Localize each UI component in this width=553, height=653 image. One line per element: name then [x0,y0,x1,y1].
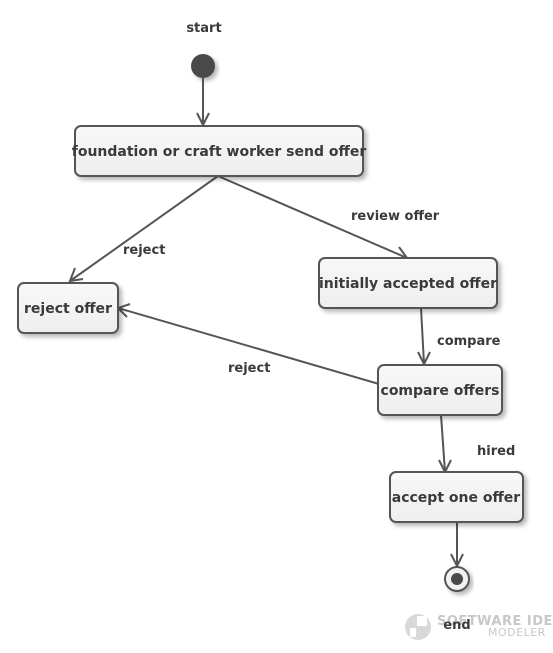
arrowhead [68,267,84,283]
edge-send-to-initially-accepted [217,175,408,259]
edge-label-hired: hired [477,444,515,459]
edge-compare-to-accept [440,414,446,473]
edge-label-reject: reject [123,243,165,258]
watermark-subtext: MODELER [488,626,546,639]
start-node[interactable] [191,54,215,78]
activity-label: foundation or craft worker send offer [72,144,367,160]
edge-label-compare: compare [437,334,501,349]
end-node-inner [451,573,463,585]
activity-compare-offers[interactable]: compare offers [377,364,503,416]
edge-initially-accepted-to-compare [420,307,425,365]
activity-accept-one-offer[interactable]: accept one offer [389,471,524,523]
edge-label-reject: reject [228,361,270,376]
watermark-text: SOFTWARE IDEAS [437,614,553,629]
activity-label: accept one offer [392,490,521,506]
end-label: end [443,618,470,633]
activity-reject-offer[interactable]: reject offer [17,282,119,334]
activity-label: initially accepted offer [319,276,497,292]
activity-initially-accepted-offer[interactable]: initially accepted offer [318,257,498,309]
edge-compare-to-reject [117,307,380,385]
activity-label: compare offers [381,383,500,399]
activity-send-offer[interactable]: foundation or craft worker send offer [72,125,367,177]
edge-label-review-offer: review offer [351,209,440,224]
start-label: start [186,21,221,36]
watermark-logo: SOFTWARE IDEAS MODELER [405,614,553,640]
activity-label: reject offer [24,301,112,317]
edge-send-to-reject [69,175,219,282]
